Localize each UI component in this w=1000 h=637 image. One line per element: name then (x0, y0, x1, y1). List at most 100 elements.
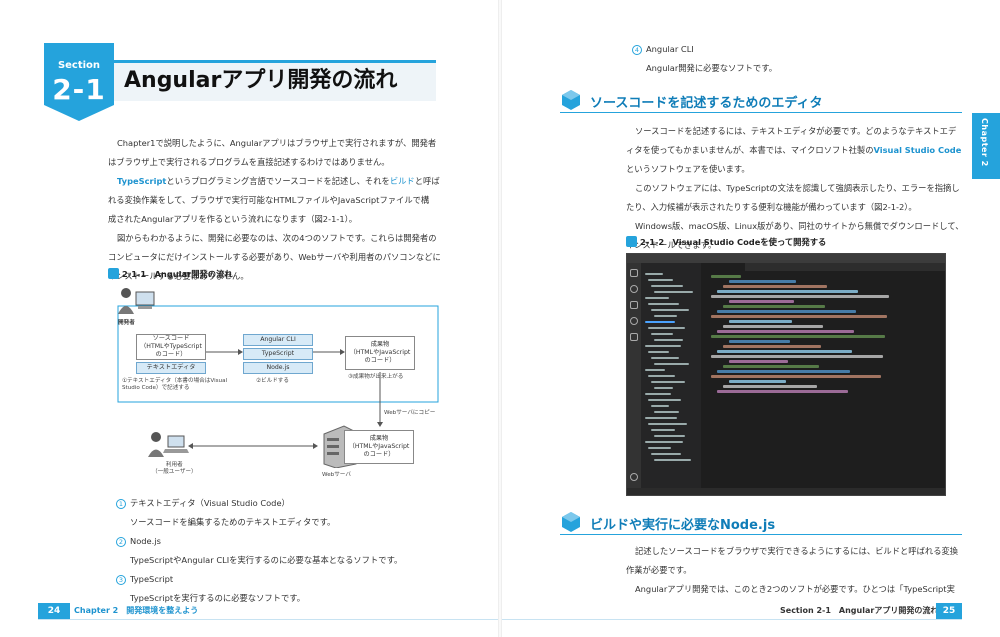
settings-gear-icon (630, 473, 638, 481)
explorer-row[interactable] (648, 351, 669, 353)
figure-icon (626, 236, 637, 247)
explorer-row[interactable] (654, 411, 679, 413)
user-label-line: 利用者 (165, 462, 183, 468)
text-line: インストールする必要はありません。 (108, 271, 249, 281)
code-line (729, 280, 796, 283)
box-line: 成果物 (370, 341, 390, 348)
keyword-build: ビルド (389, 176, 415, 186)
list-desc: ソースコードを編集するためのテキストエディタです。 (130, 517, 336, 527)
intro-paragraph: Chapter1で説明したように、Angularアプリはブラウザ上で実行されます… (108, 134, 500, 286)
explorer-row[interactable] (651, 453, 681, 455)
heading-rule (560, 112, 962, 113)
explorer-row[interactable] (648, 399, 681, 401)
code-line (729, 300, 794, 303)
explorer-row[interactable] (648, 447, 671, 449)
explorer-row[interactable] (651, 381, 685, 383)
heading-editor: ソースコードを記述するためのエディタ (590, 96, 823, 111)
section-badge (44, 43, 114, 121)
code-line (729, 360, 788, 363)
explorer-row[interactable] (648, 279, 673, 281)
explorer-row[interactable] (645, 393, 671, 395)
explorer-row[interactable] (654, 339, 683, 341)
explorer-row[interactable] (651, 285, 683, 287)
search-icon (630, 285, 638, 293)
text-line: コンピュータにだけインストールする必要があり、Webサーバや利用者のパソコンなど… (108, 252, 441, 262)
code-line (723, 305, 825, 308)
explorer-row[interactable] (651, 333, 673, 335)
explorer-row[interactable] (654, 435, 685, 437)
developer-label: 開発者 (118, 320, 135, 326)
note-line: Studio Code）で記述する (122, 385, 190, 391)
text-line: ソースコードを記述するには、テキストエディタが必要です。どのようなテキストエデ (635, 126, 957, 136)
footer-rule (38, 619, 498, 620)
heading-nodejs: ビルドや実行に必要なNode.js (590, 518, 776, 533)
box-line: ソースコード (152, 335, 190, 342)
text-editor-box: テキストエディタ (136, 362, 206, 374)
code-line (723, 325, 823, 328)
explorer-row[interactable] (645, 321, 675, 323)
debug-icon (630, 317, 638, 325)
explorer-row[interactable] (645, 369, 665, 371)
text-line: れる変換作業をして、ブラウザで実行可能なHTMLファイルやJavaScriptフ… (108, 195, 430, 205)
box-line: のコード） (363, 451, 395, 458)
list-item: 3 TypeScript (116, 570, 496, 589)
explorer-row[interactable] (654, 363, 689, 365)
explorer-row[interactable] (654, 387, 673, 389)
cube-icon (562, 90, 580, 110)
source-code-box: ソースコード （HTMLやTypeScript のコード） (136, 334, 206, 360)
text-line: 記述したソースコードをブラウザで実行できるようにするには、ビルドと呼ばれる変換 (635, 546, 959, 556)
explorer-row[interactable] (645, 273, 663, 275)
explorer-row[interactable] (645, 297, 669, 299)
typescript-box: TypeScript (243, 348, 313, 360)
explorer-row[interactable] (648, 303, 679, 305)
explorer-row[interactable] (648, 327, 685, 329)
explorer-row[interactable] (651, 429, 675, 431)
explorer-row[interactable] (651, 405, 669, 407)
explorer-row[interactable] (651, 357, 679, 359)
list-title: Node.js (130, 536, 161, 546)
explorer-row[interactable] (654, 459, 691, 461)
note-2: ②ビルドする (256, 378, 289, 384)
explorer-row[interactable] (645, 417, 677, 419)
text-span: というプログラミング言語でソースコードを記述し、それを (166, 176, 390, 186)
list-number: 3 (116, 575, 126, 585)
title-bar (114, 60, 436, 101)
explorer-row[interactable] (654, 315, 677, 317)
list-title: TypeScript (130, 574, 174, 584)
list-title: Angular CLI (646, 44, 694, 54)
chapter-tab (972, 113, 1000, 179)
code-line (711, 355, 883, 358)
user-label-line: （一般ユーザー） (152, 469, 197, 475)
code-line (729, 320, 792, 323)
figure-caption-text: 2-1-2 Visual Studio Codeを使って開発する (640, 237, 827, 247)
text-line: このソフトウェアには、TypeScriptの文法を認識して強調表示したり、エラー… (635, 183, 960, 193)
explorer-row[interactable] (654, 291, 693, 293)
code-line (723, 385, 817, 388)
vscode-editor (701, 263, 945, 488)
list-item: 4 Angular CLI (632, 40, 952, 59)
explorer-row[interactable] (648, 423, 687, 425)
code-line (729, 380, 786, 383)
nodejs-box: Node.js (243, 362, 313, 374)
source-control-icon (630, 301, 638, 309)
server-label: Webサーバ (322, 472, 351, 478)
list-title: テキストエディタ（Visual Studio Code） (130, 498, 290, 508)
code-line (711, 335, 885, 338)
code-line (717, 310, 856, 313)
explorer-row[interactable] (645, 345, 681, 347)
list-number: 4 (632, 45, 642, 55)
heading-rule (560, 534, 962, 535)
figure-icon (108, 268, 119, 279)
explorer-row[interactable] (648, 375, 675, 377)
explorer-row[interactable] (645, 441, 683, 443)
explorer-row[interactable] (651, 309, 689, 311)
editor-tab-active (701, 263, 745, 271)
diagram-lines (117, 305, 439, 449)
box-line: （HTMLやTypeScript (140, 343, 202, 350)
text-line: インストールできます。 (626, 240, 717, 250)
angular-cli-box: Angular CLI (243, 334, 313, 346)
vscode-screenshot (626, 253, 946, 496)
